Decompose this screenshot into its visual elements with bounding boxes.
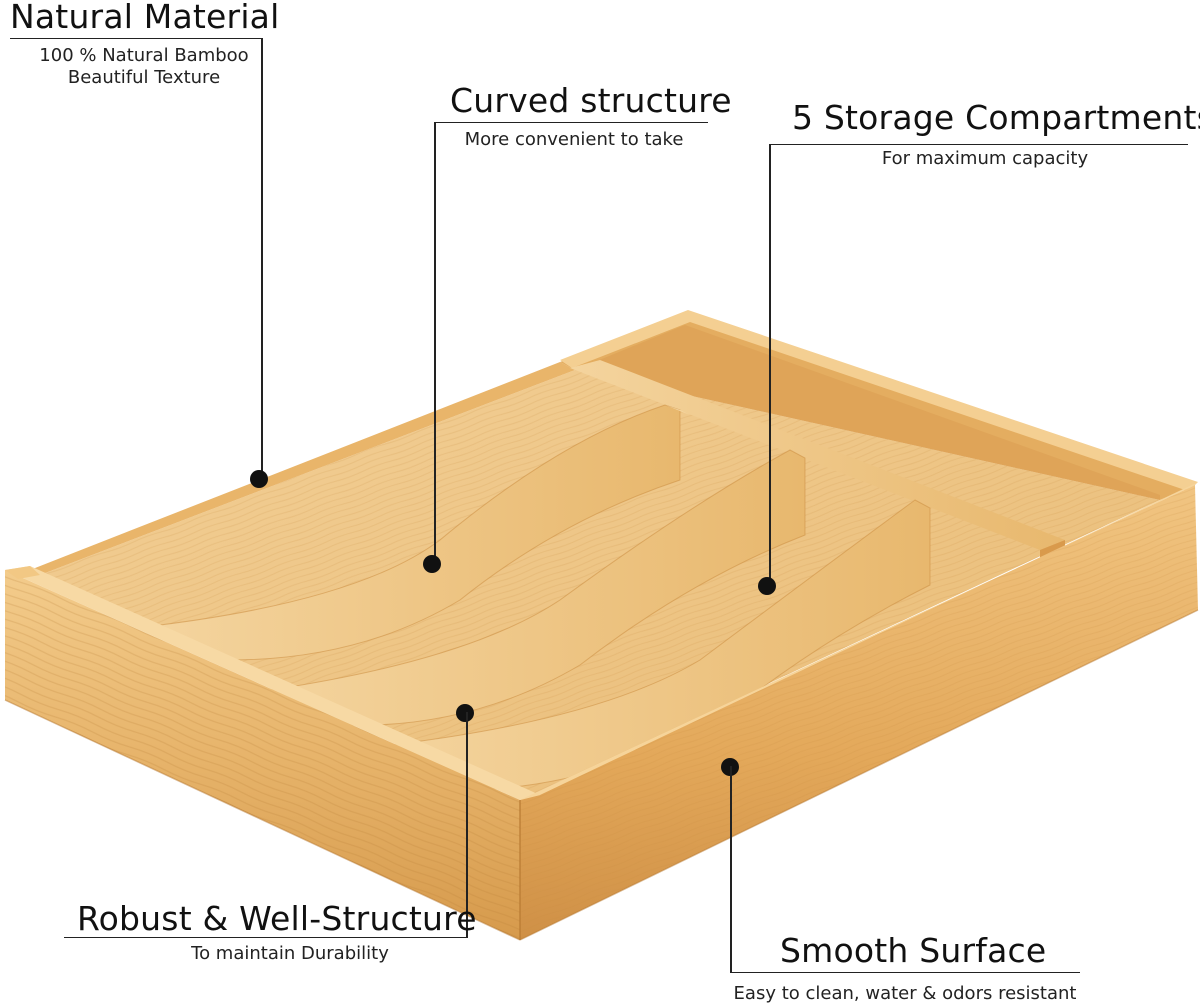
storage-compartments-marker	[758, 577, 776, 595]
curved-structure-leader-line	[434, 122, 436, 560]
storage-compartments-title: 5 Storage Compartments	[792, 98, 1200, 137]
natural-material-marker	[250, 470, 268, 488]
storage-compartments-subtitle: For maximum capacity	[881, 148, 1089, 169]
curved-structure-subtitle: More convenient to take	[464, 129, 684, 150]
smooth-surface-rule	[730, 972, 1080, 973]
tray-back-left-wall	[30, 362, 575, 575]
curved-structure-title: Curved structure	[450, 81, 732, 120]
natural-material-leader-line	[261, 38, 263, 478]
robust-structure-marker	[456, 704, 474, 722]
robust-structure-leader-line	[466, 712, 468, 938]
curved-structure-marker	[423, 555, 441, 573]
smooth-surface-title: Smooth Surface	[780, 931, 1047, 970]
tray-back-divider	[570, 360, 1065, 550]
storage-compartments-rule	[770, 144, 1188, 145]
smooth-surface-leader-line	[730, 766, 732, 972]
robust-structure-subtitle: To maintain Durability	[191, 943, 389, 964]
storage-compartments-leader-line	[769, 144, 771, 584]
natural-material-line-1: 100 % Natural Bamboo	[39, 45, 249, 66]
natural-material-line-2: Beautiful Texture	[67, 67, 221, 88]
curved-structure-rule	[434, 122, 708, 123]
robust-structure-title: Robust & Well-Structure	[77, 899, 477, 938]
natural-material-title: Natural Material	[10, 0, 280, 36]
robust-structure-rule	[64, 937, 467, 938]
smooth-surface-subtitle: Easy to clean, water & odors resistant	[733, 983, 1077, 1004]
natural-material-rule	[10, 38, 262, 39]
